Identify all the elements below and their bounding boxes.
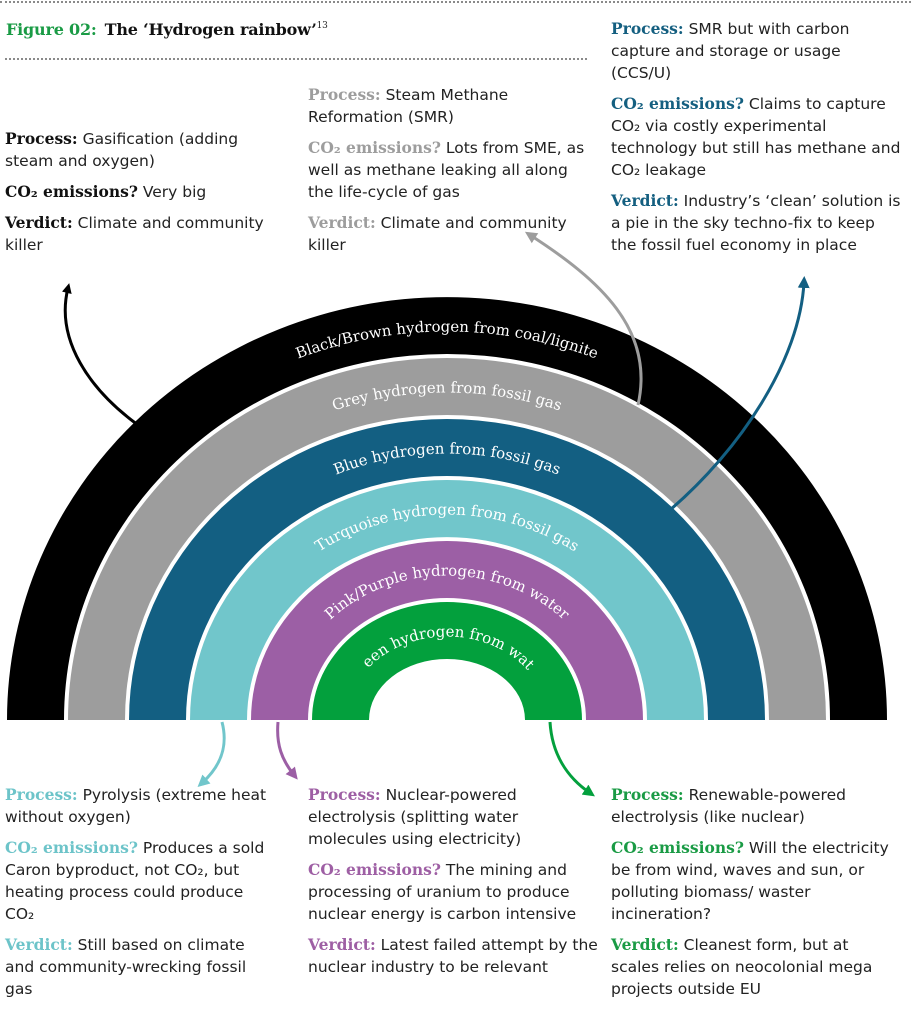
arrow-purple [276, 721, 298, 780]
co2-label: CO₂ emissions? [611, 838, 744, 857]
process-label: Process: [5, 129, 78, 148]
process-text: SMR but with carbon capture and storage … [611, 20, 850, 82]
verdict-text: Cleanest form, but at scales relies on n… [611, 936, 873, 998]
process-label: Process: [308, 85, 381, 104]
co2-text: Claims to capture CO₂ via costly experim… [611, 95, 901, 179]
band-turquoise [190, 480, 704, 720]
description-grey: Process: Steam Methane Reformation (SMR)… [308, 84, 588, 265]
description-blue: Process: SMR but with carbon capture and… [611, 18, 901, 265]
description-purple: Process: Nuclear-powered electrolysis (s… [308, 784, 598, 987]
verdict-label: Verdict: [611, 935, 679, 954]
figure-number: Figure 02: [6, 20, 97, 39]
co2-text: Will the electricity be from wind, waves… [611, 839, 889, 923]
band-blue [129, 419, 765, 720]
arrow-blue [669, 276, 810, 512]
process-text: Renewable-powered electrolysis (like nuc… [611, 786, 846, 826]
rainbow-bands [7, 297, 887, 720]
figure-name: The ‘Hydrogen rainbow’ [104, 20, 317, 39]
title-dotted-rule [5, 58, 587, 60]
process-text: Pyrolysis (extreme heat without oxygen) [5, 786, 267, 826]
verdict-text: Industry’s ‘clean’ solution is a pie in … [611, 192, 901, 254]
callout-arrows [61, 231, 810, 797]
co2-label: CO₂ emissions? [308, 860, 441, 879]
process-text: Nuclear-powered electrolysis (splitting … [308, 786, 522, 848]
process-label: Process: [5, 785, 78, 804]
description-turquoise: Process: Pyrolysis (extreme heat without… [5, 784, 275, 1009]
co2-text: Lots from SME, as well as methane leakin… [308, 139, 585, 201]
co2-label: CO₂ emissions? [308, 138, 441, 157]
verdict-label: Verdict: [308, 213, 376, 232]
verdict-label: Verdict: [611, 191, 679, 210]
top-dotted-rule [0, 1, 911, 3]
co2-label: CO₂ emissions? [611, 94, 744, 113]
arrow-grey [524, 231, 643, 406]
verdict-text: Climate and community killer [5, 214, 264, 254]
verdict-text: Still based on climate and community-wre… [5, 936, 247, 998]
figure-title: Figure 02: The ‘Hydrogen rainbow’13 [6, 20, 328, 39]
band-black [7, 297, 887, 720]
footnote-ref: 13 [316, 21, 328, 31]
process-label: Process: [611, 19, 684, 38]
arrow-black [61, 283, 139, 427]
band-grey [68, 358, 826, 720]
co2-label: CO₂ emissions? [5, 838, 138, 857]
co2-text: Very big [142, 183, 207, 201]
verdict-label: Verdict: [5, 213, 73, 232]
description-green: Process: Renewable-powered electrolysis … [611, 784, 901, 1009]
band-green [312, 602, 582, 720]
verdict-label: Verdict: [5, 935, 73, 954]
band-purple [251, 541, 643, 720]
arrow-green [548, 721, 595, 797]
verdict-text: Climate and community killer [308, 214, 567, 254]
arrow-turquoise [197, 721, 226, 788]
co2-label: CO₂ emissions? [5, 182, 138, 201]
co2-text: The mining and processing of uranium to … [308, 861, 577, 923]
verdict-label: Verdict: [308, 935, 376, 954]
process-text: Steam Methane Reformation (SMR) [308, 86, 509, 126]
co2-text: Produces a sold Caron byproduct, not CO₂… [5, 839, 265, 923]
process-label: Process: [611, 785, 684, 804]
description-black: Process: Gasification (adding steam and … [5, 128, 275, 265]
process-text: Gasification (adding steam and oxygen) [5, 130, 239, 170]
verdict-text: Latest failed attempt by the nuclear ind… [308, 936, 598, 976]
process-label: Process: [308, 785, 381, 804]
